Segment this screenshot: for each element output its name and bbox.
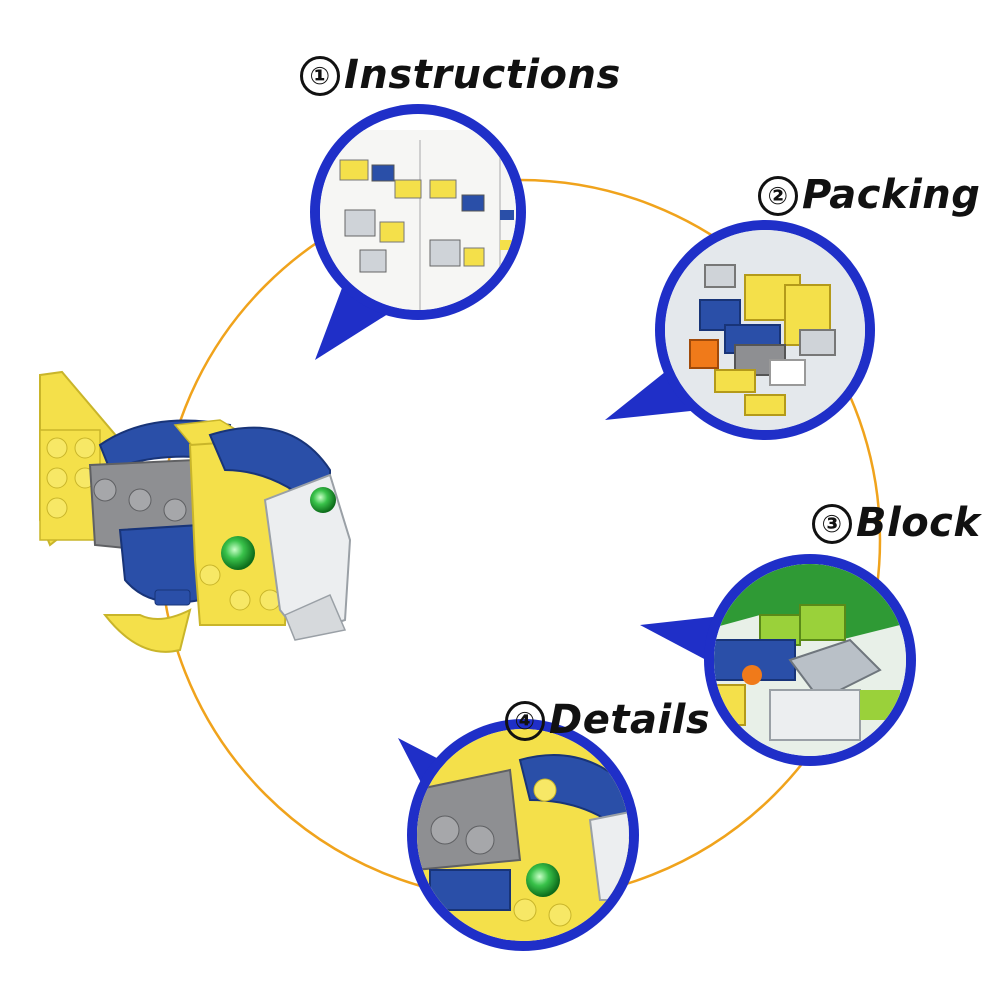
block-closeup-image	[714, 564, 906, 756]
details-closeup-image	[417, 729, 629, 941]
step-number-1: ①	[300, 56, 340, 96]
step-title-3: Block	[856, 500, 981, 546]
step-number-2: ②	[758, 176, 798, 216]
step-title-4: Details	[549, 697, 711, 743]
instructions-bubble	[310, 104, 526, 360]
step-number-3: ③	[812, 504, 852, 544]
instruction-sheet-image	[320, 130, 516, 310]
step-title-1: Instructions	[344, 52, 621, 98]
step-title-2: Packing	[802, 172, 981, 218]
packing-bubble	[605, 220, 875, 440]
step-number-4: ④	[505, 701, 545, 741]
details-bubble	[398, 719, 639, 951]
block-bubble	[640, 554, 916, 766]
brick-fish-model	[39, 370, 352, 653]
packed-bricks-bag-image	[665, 230, 865, 430]
